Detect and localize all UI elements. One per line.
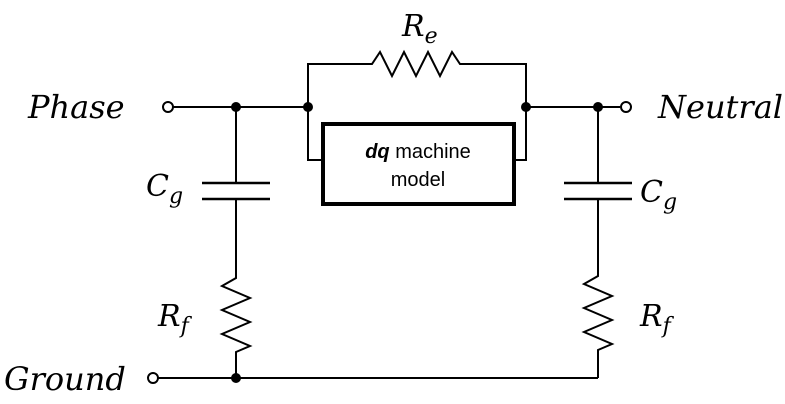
right-cg-label: Cg [640,175,677,215]
machine-box-line1: dq machine [365,141,471,163]
box-left-lead [307,107,323,161]
right-rf-resistor [581,270,615,378]
right-rf-label: Rf [639,299,675,339]
re-branch-wire [307,49,527,107]
right-cg-label-main: C [640,175,663,210]
ground-terminal [147,372,159,384]
right-cg-label-sub: g [663,190,677,215]
phase-label: Phase [27,88,125,126]
left-cg-label-sub: g [169,184,183,209]
junction-dot [303,102,313,112]
machine-box-machine: machine [390,141,471,163]
phase-terminal [162,101,174,113]
dq-machine-box [321,122,516,206]
junction-dot [521,102,531,112]
re-label-sub: e [425,24,438,49]
machine-box-dq: dq [365,141,389,163]
left-rf-label: Rf [157,299,193,339]
re-label-main: R [401,9,425,44]
ground-label: Ground [4,360,126,398]
left-rf-label-sub: f [179,314,193,339]
box-right-lead [514,107,527,161]
machine-box-line2: model [391,169,445,191]
left-rf-label-main: R [157,299,181,334]
re-label: Re [401,9,438,49]
neutral-label: Neutral [657,88,783,126]
left-rf-resistor [219,272,253,378]
right-rf-label-sub: f [661,314,675,339]
left-cg-label-main: C [146,169,169,204]
junction-dot [593,102,603,112]
neutral-terminal [620,101,632,113]
left-cg-label: Cg [146,169,183,209]
right-rf-label-main: R [639,299,663,334]
junction-dot [231,373,241,383]
junction-dot [231,102,241,112]
